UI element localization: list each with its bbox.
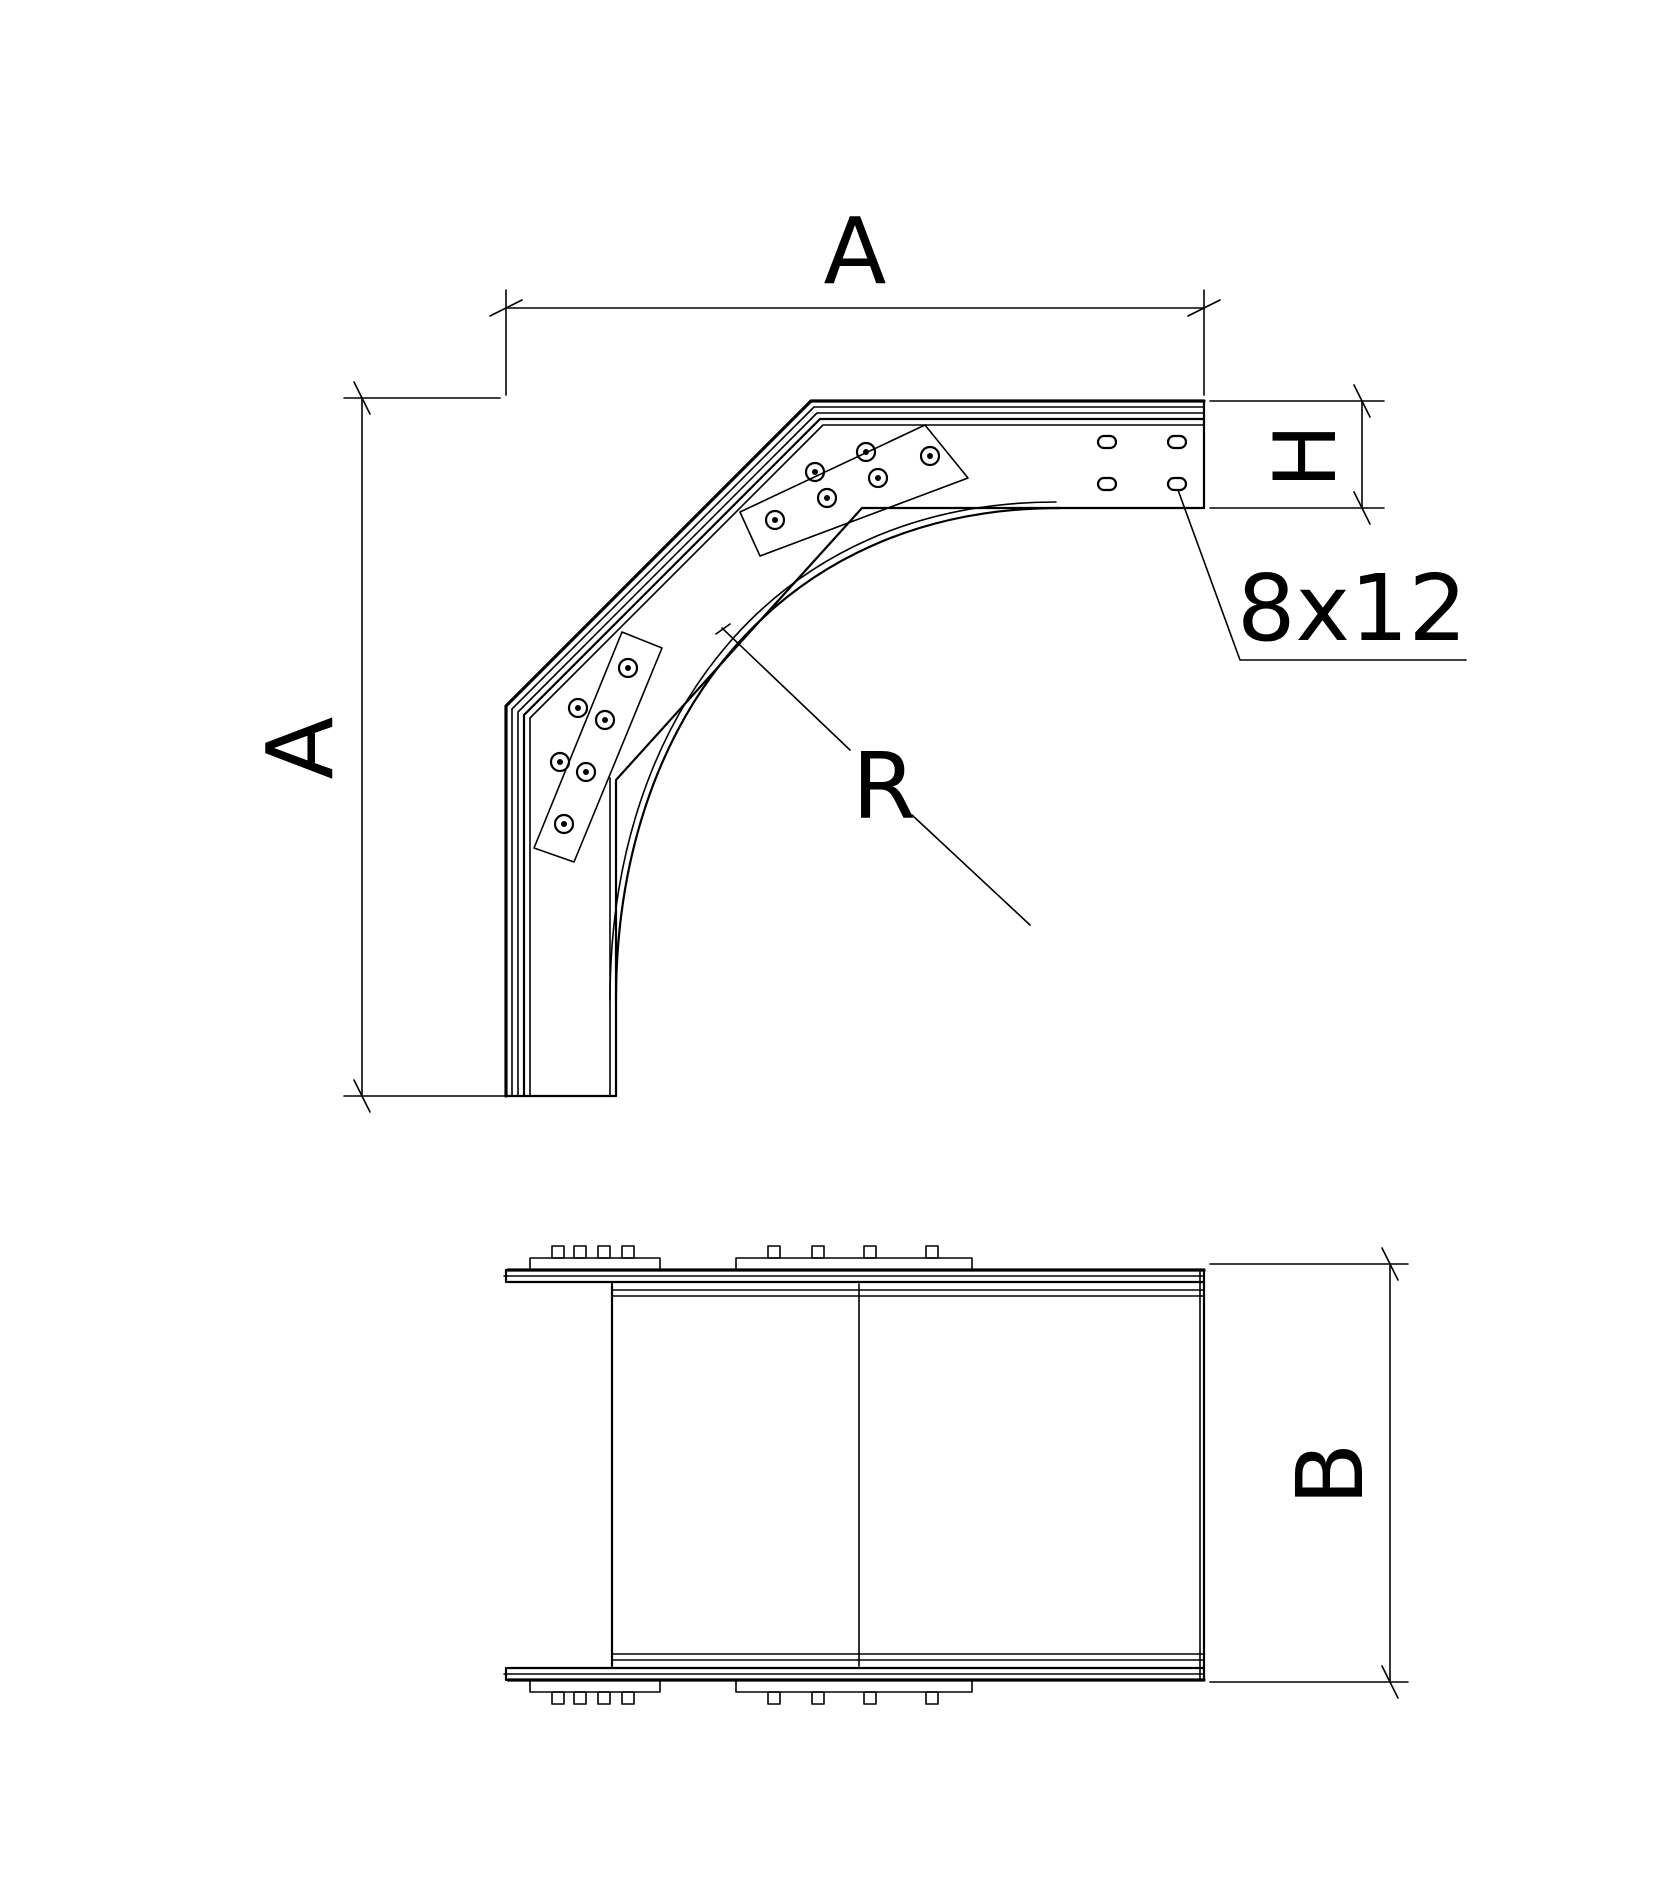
- dimension-b: [1209, 1247, 1409, 1699]
- outer-side-wall: [504, 399, 1206, 1098]
- slot-leader-line: [1177, 489, 1467, 661]
- dimension-a-left: [343, 381, 507, 1113]
- front-view: [503, 1245, 1206, 1705]
- top-view: [504, 399, 1467, 1098]
- label-b: B: [1277, 1442, 1384, 1505]
- dimension-h: [1209, 384, 1385, 525]
- connector-plate-upper: [739, 424, 969, 557]
- bolt-group-lower: [549, 657, 639, 835]
- inner-radius-curve: [614, 506, 1062, 1002]
- connector-plate-lower: [533, 631, 663, 863]
- label-h: H: [1256, 424, 1356, 489]
- label-a-left: A: [247, 716, 354, 779]
- label-radius: R: [852, 733, 916, 840]
- slot-holes: [1096, 434, 1188, 492]
- radius-leader-line: [721, 627, 851, 751]
- label-slot-size: 8x12: [1237, 555, 1467, 662]
- bolt-group-upper: [764, 441, 941, 531]
- label-a-top: A: [824, 198, 887, 305]
- dimension-a-top: [489, 289, 1221, 396]
- bolts-top: [529, 1245, 973, 1271]
- bolts-bottom: [529, 1679, 973, 1705]
